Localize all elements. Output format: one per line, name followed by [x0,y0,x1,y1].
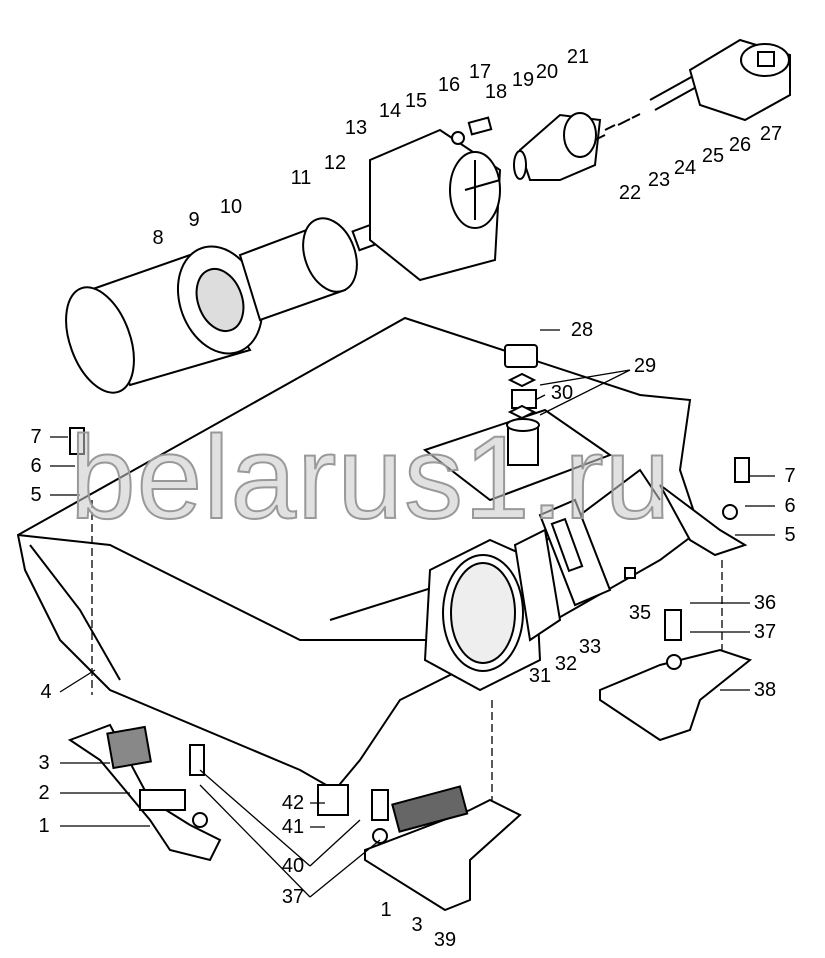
callout-32: 32 [554,653,578,675]
callout-28: 28 [570,319,594,341]
callout-11: 11 [290,167,312,189]
watermark: belarus1.ru [69,411,672,545]
callout-3-bottom: 3 [411,914,423,936]
callout-42: 42 [281,792,305,814]
callout-9: 9 [188,209,200,231]
callout-38: 38 [753,679,777,701]
callout-41: 41 [281,816,305,838]
callout-36: 36 [753,592,777,614]
callout-12: 12 [323,152,347,174]
callout-16: 16 [437,74,461,96]
callout-7-right: 7 [784,465,796,487]
callout-8: 8 [152,227,164,249]
callout-33: 33 [578,636,602,658]
callout-40: 40 [281,855,305,877]
callout-27: 27 [759,123,783,145]
callout-7-left: 7 [30,426,42,448]
callout-6-left: 6 [30,455,42,477]
callout-35: 35 [628,602,652,624]
callout-39: 39 [433,929,457,951]
callout-13: 13 [344,117,368,139]
callout-10: 10 [219,196,243,218]
callout-6-right: 6 [784,495,796,517]
callout-18: 18 [484,81,508,103]
callout-30: 30 [550,382,574,404]
callout-21: 21 [566,46,590,68]
callout-22: 22 [618,182,642,204]
callout-19: 19 [511,69,535,91]
callout-37-right: 37 [753,621,777,643]
callout-4: 4 [40,681,52,703]
callout-31: 31 [528,665,552,687]
callout-15: 15 [404,90,428,112]
callout-3-left: 3 [38,752,50,774]
callout-23: 23 [647,169,671,191]
leader-lines [50,329,775,898]
callout-1-left: 1 [38,815,50,837]
callout-24: 24 [673,157,697,179]
callout-5-left: 5 [30,484,42,506]
callout-17: 17 [468,61,492,83]
callout-29: 29 [633,355,657,377]
callout-1-bottom: 1 [380,899,392,921]
callout-5-right: 5 [784,524,796,546]
callout-26: 26 [728,134,752,156]
callout-14: 14 [378,100,402,122]
filter-assembly [65,38,791,394]
callout-25: 25 [701,145,725,167]
brackets [67,427,753,912]
callout-37-bottom: 37 [281,886,305,908]
callout-20: 20 [535,61,559,83]
callout-2: 2 [38,782,50,804]
filler-neck [504,344,540,466]
tank-flange [423,498,612,692]
